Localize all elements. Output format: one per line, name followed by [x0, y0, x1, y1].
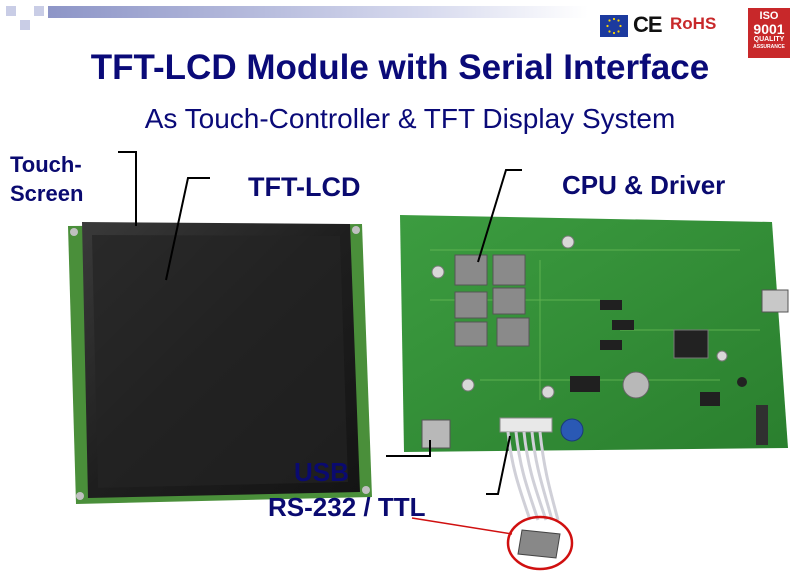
db9-connector	[506, 515, 574, 571]
chip	[492, 287, 526, 315]
coin-battery	[622, 371, 650, 399]
leader-usb	[386, 440, 431, 457]
pcb-board	[400, 215, 789, 452]
label-touch-screen: Touch- Screen	[10, 150, 83, 208]
iso-number: ISO	[759, 10, 779, 22]
iso-quality: QUALITY	[753, 36, 785, 43]
chip	[454, 321, 488, 347]
rohs-logo: RoHS	[670, 14, 717, 33]
page-subtitle: As Touch-Controller & TFT Display System	[144, 103, 676, 134]
blue-capacitor	[560, 418, 584, 442]
label-touch-line1: Touch-	[10, 152, 82, 177]
iso-code: 9001	[753, 21, 785, 37]
mount-hole	[70, 228, 78, 236]
pin-header	[756, 405, 768, 445]
chip	[454, 254, 488, 286]
cable-header	[499, 417, 553, 433]
capacitor	[561, 235, 575, 249]
leader-cpu	[477, 169, 522, 263]
ic	[700, 392, 720, 406]
page-title: TFT-LCD Module with Serial Interface	[90, 48, 710, 87]
capacitor	[431, 265, 445, 279]
mount-hole	[352, 226, 360, 234]
lcd-screen-surface	[92, 235, 348, 488]
connector	[761, 289, 789, 313]
capacitor	[461, 378, 475, 392]
capacitor	[541, 385, 555, 399]
usb-port	[421, 419, 451, 449]
leader-tft	[165, 177, 210, 281]
capacitor	[716, 350, 728, 362]
label-tft-lcd: TFT-LCD	[248, 172, 361, 202]
leader-db9	[411, 517, 513, 535]
ic	[600, 300, 622, 310]
iso-assurance: ASSURANCE	[753, 44, 785, 50]
leader-lines	[118, 151, 522, 495]
ic	[570, 376, 600, 392]
eu-flag-icon	[600, 15, 628, 37]
chip	[492, 254, 526, 286]
header-gradient-bar	[48, 6, 588, 18]
buzzer	[737, 377, 747, 387]
ic	[612, 320, 634, 330]
highlight-circle	[506, 515, 574, 571]
leader-rs232	[486, 435, 511, 495]
db9-shell	[517, 529, 561, 559]
label-cpu-driver: CPU & Driver	[562, 170, 726, 200]
decor-square	[20, 20, 30, 30]
decor-square	[34, 6, 44, 16]
label-touch-line2: Screen	[10, 181, 84, 206]
ce-mark-logo: CE	[633, 12, 663, 37]
decor-square	[6, 6, 16, 16]
mount-hole	[76, 492, 84, 500]
label-rs232: RS-232 / TTL	[268, 492, 426, 522]
tft-lcd-module	[68, 222, 372, 504]
cpu-chip	[673, 329, 709, 359]
iso-9001-logo: ISO 9001 QUALITY ASSURANCE	[748, 8, 790, 58]
label-usb: USB	[294, 457, 349, 487]
ic	[600, 340, 622, 350]
chip	[496, 317, 530, 347]
chip	[454, 291, 488, 319]
leader-touch	[118, 151, 137, 226]
mount-hole	[362, 486, 370, 494]
